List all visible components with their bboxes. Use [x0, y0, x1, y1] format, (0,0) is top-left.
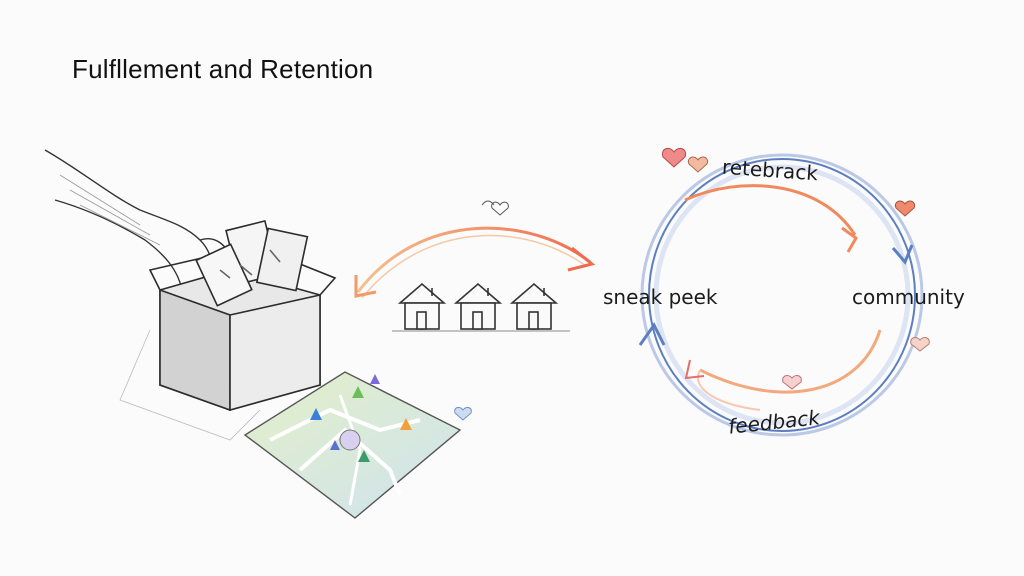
- cycle-label-left: sneak peek: [603, 285, 718, 309]
- cycle-label-right: community: [852, 285, 965, 309]
- page-title: Fulfllement and Retention: [72, 54, 374, 84]
- houses-icon: [392, 282, 570, 332]
- cycle-ring: [638, 153, 924, 437]
- map-icon: [243, 371, 462, 519]
- double-arrow-icon: [354, 226, 596, 299]
- heart-icon: [661, 147, 930, 390]
- box-with-cards-icon: [119, 219, 337, 441]
- heart-icon: [481, 200, 509, 216]
- heart-icon: [454, 406, 472, 421]
